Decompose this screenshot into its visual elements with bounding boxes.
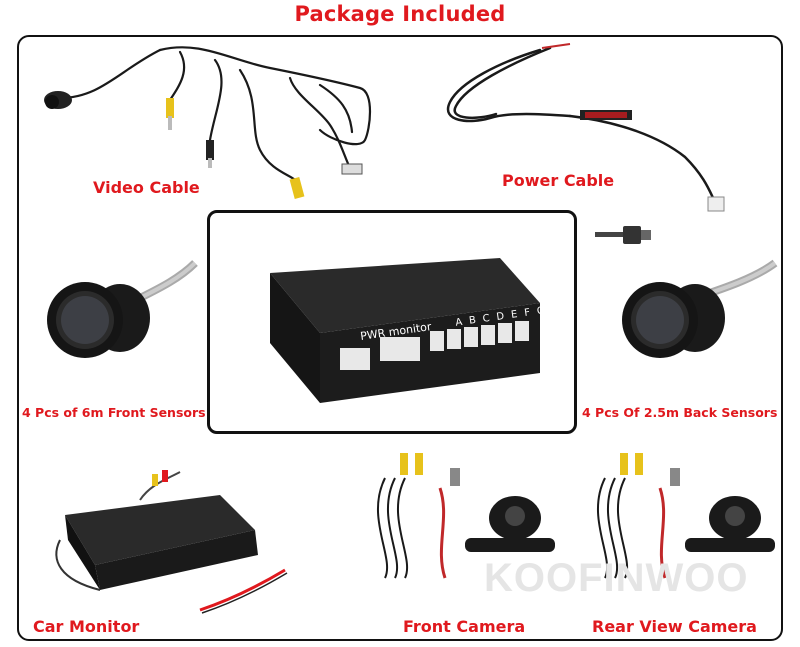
car-monitor-image: [55, 470, 288, 614]
video-cable-label: Video Cable: [93, 178, 200, 197]
port-label-g: G: [536, 304, 553, 318]
port-label-c: C: [481, 312, 498, 325]
front-sensor-image: [47, 260, 198, 358]
port-label-b: B: [468, 313, 484, 327]
rear-camera-label: Rear View Camera: [592, 617, 757, 636]
car-monitor-label: Car Monitor: [33, 617, 140, 636]
hole-saw-image: [595, 226, 651, 244]
video-cable-image: [44, 46, 372, 199]
rear-camera-image: [596, 453, 775, 579]
back-sensors-label: 4 Pcs Of 2.5m Back Sensors: [582, 405, 778, 420]
power-cable-label: Power Cable: [502, 171, 615, 190]
package-frame: [17, 35, 783, 641]
front-sensors-label: 4 Pcs of 6m Front Sensors: [22, 405, 206, 420]
front-camera-image: [376, 453, 555, 579]
port-row: [340, 321, 529, 370]
page-title: Package Included: [294, 2, 506, 26]
front-camera-label: Front Camera: [403, 617, 526, 636]
port-label-a: A: [454, 315, 470, 329]
control-box-image: [270, 258, 540, 403]
control-box-panel: PWR monitor ABCDEFG: [207, 210, 577, 434]
power-cable-image: [446, 43, 725, 212]
back-sensor-image: [622, 259, 778, 358]
brand-watermark: KOOFINWOO: [484, 556, 749, 600]
